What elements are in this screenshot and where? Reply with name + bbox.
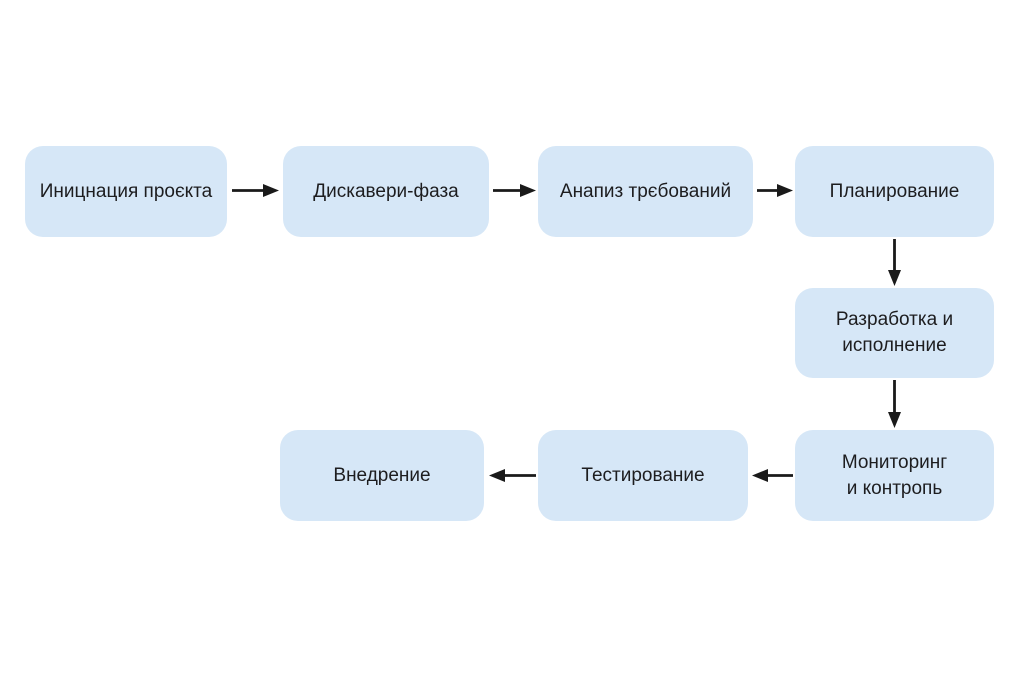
node-discovery-label: Дискавери-фаза (313, 180, 459, 202)
node-planning-label: Планирование (829, 180, 960, 202)
arrow-discovery-analysis (493, 184, 536, 197)
node-discovery: Дискавери-фаза (283, 146, 489, 237)
arrow-testing-deployment (489, 469, 536, 482)
node-planning: Планирование (795, 146, 994, 237)
node-testing-label: Тестирование (581, 464, 705, 486)
node-development: Разработка и исполнение (795, 288, 994, 378)
node-initiation-label: Иницнация проєкта (39, 180, 213, 202)
node-monitoring-label: Мониторинг и контропь (841, 451, 948, 499)
arrow-planning-development (888, 239, 901, 286)
node-initiation: Иницнация проєкта (25, 146, 227, 237)
node-analysis-label: Анапиз трєбований (559, 180, 732, 202)
node-deployment-label: Внедрение (333, 464, 431, 486)
arrow-monitoring-testing (752, 469, 793, 482)
arrow-development-monitoring (888, 380, 901, 428)
node-analysis: Анапиз трєбований (538, 146, 753, 237)
node-development-label: Разработка и исполнение (835, 309, 954, 356)
arrow-analysis-planning (757, 184, 793, 197)
arrow-initiation-discovery (232, 184, 279, 197)
node-deployment: Внедрение (280, 430, 484, 521)
node-testing: Тестирование (538, 430, 748, 521)
node-monitoring: Мониторинг и контропь (795, 430, 994, 521)
